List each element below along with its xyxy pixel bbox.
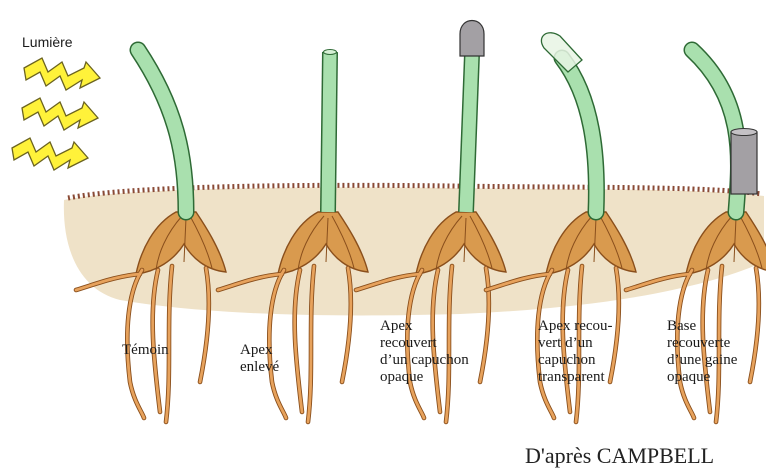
light-bolt-icon: [24, 58, 100, 90]
caption-capuchon-opaque: Apex recouvert d’un capuchon opaque: [380, 318, 469, 386]
caption-temoin: Témoin: [122, 342, 169, 359]
opaque-cap-icon: [460, 21, 484, 57]
opaque-sleeve-icon: [731, 132, 757, 194]
light-bolt-icon: [12, 138, 88, 170]
caption-gaine-opaque: Base recouverte d’une gaine opaque: [667, 318, 737, 386]
light-label: Lumière: [22, 34, 73, 50]
caption-capuchon-transparent: Apex recou- vert d’un capuchon transpare…: [538, 318, 613, 386]
caption-apex-enleve: Apex enlevé: [240, 342, 279, 376]
source-credit: D'après CAMPBELL: [525, 443, 714, 469]
light-bolt-icon: [22, 98, 98, 130]
